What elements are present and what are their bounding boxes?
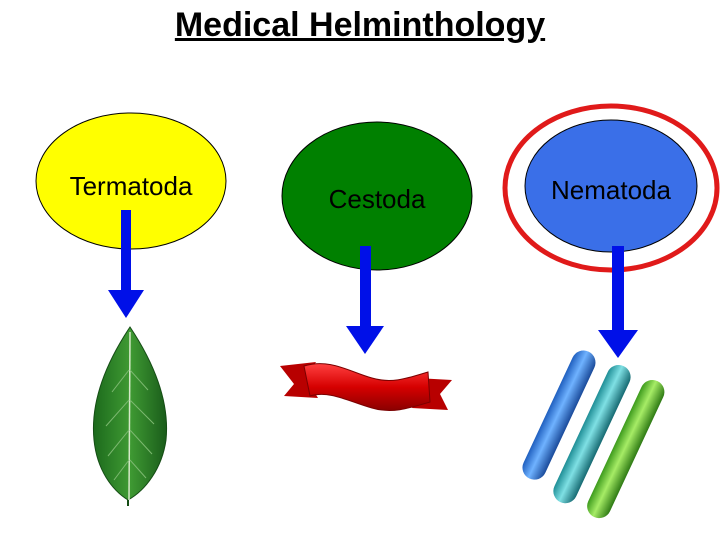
arrow-cestoda (346, 246, 384, 354)
node-cestoda-shape (281, 121, 473, 271)
node-nematoda-label: Nematoda (551, 175, 671, 205)
arrow-nematoda (598, 246, 638, 358)
tubes-image (522, 350, 665, 519)
ribbon-image (280, 362, 452, 411)
node-nematoda-shape (524, 119, 698, 253)
node-nematoda: Nematoda (502, 103, 720, 273)
arrow-termatoda (108, 210, 144, 318)
highlight-ring (502, 103, 720, 273)
node-cestoda-label: Cestoda (329, 184, 426, 214)
leaf-image (92, 326, 168, 506)
node-cestoda: Cestoda (281, 121, 473, 271)
node-termatoda-label: Termatoda (70, 171, 193, 201)
page-title: Medical Helminthology (174, 6, 546, 44)
node-termatoda: Termatoda (35, 112, 227, 250)
